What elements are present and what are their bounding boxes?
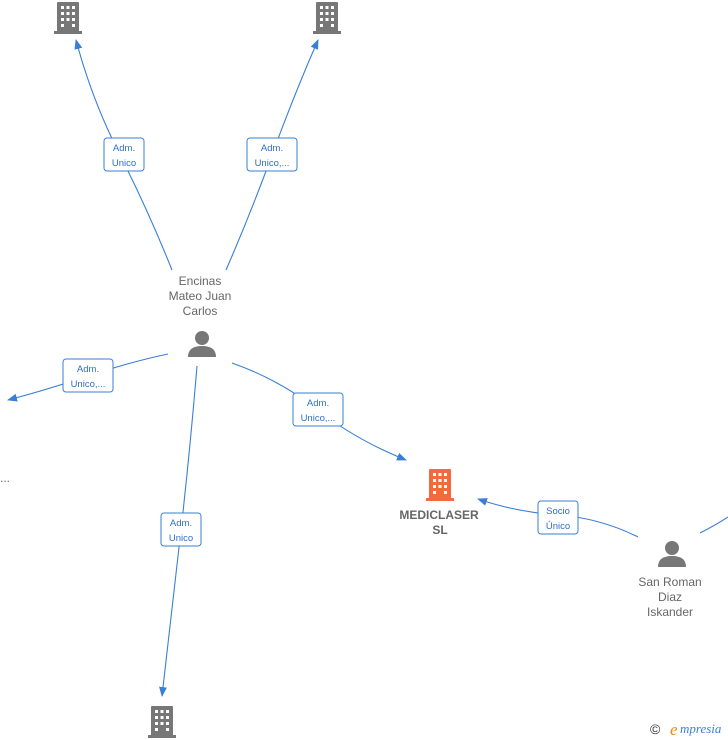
person-name-line1: San Roman	[638, 575, 701, 589]
company-node-top-left[interactable]	[54, 2, 82, 34]
building-icon-highlighted	[426, 469, 454, 501]
person-node-encinas[interactable]: Encinas Mateo Juan Carlos	[169, 274, 232, 357]
edge-label-socio: Socio Único	[537, 500, 579, 535]
edge-label-top-right: Adm. Unico,...	[246, 137, 298, 172]
edge-label-bottom: Adm. Unico	[160, 512, 202, 547]
svg-text:Unico,...: Unico,...	[255, 158, 290, 169]
svg-text:Unico: Unico	[112, 158, 136, 169]
person-icon	[188, 331, 216, 357]
svg-text:Unico,...: Unico,...	[301, 413, 336, 424]
svg-text:Adm.: Adm.	[77, 364, 99, 375]
svg-text:Adm.: Adm.	[113, 143, 135, 154]
empresia-watermark: © e mpresia	[650, 720, 722, 739]
brand-logo-e: e	[670, 720, 678, 739]
brand-name: mpresia	[680, 721, 722, 736]
person-name-line2: Mateo Juan	[169, 289, 232, 303]
edge-right-offscreen	[699, 516, 728, 534]
building-icon	[54, 2, 82, 34]
building-icon	[313, 2, 341, 34]
offscreen-node-label: ...	[0, 471, 10, 485]
svg-text:Unico,...: Unico,...	[71, 379, 106, 390]
building-icon	[148, 706, 176, 738]
svg-text:Único: Único	[546, 521, 570, 532]
main-company-name-line2: SL	[432, 523, 447, 537]
copyright-symbol: ©	[650, 721, 661, 737]
person-name-line2: Diaz	[658, 590, 682, 604]
company-node-main[interactable]: MEDICLASER SL	[399, 469, 479, 537]
svg-text:Socio: Socio	[546, 506, 570, 517]
edge-label-to-main: Adm. Unico,...	[292, 392, 344, 427]
person-name-line3: Iskander	[647, 605, 693, 619]
edge-label-left: Adm. Unico,...	[62, 358, 114, 393]
person-node-sanroman[interactable]: San Roman Diaz Iskander	[638, 541, 702, 619]
company-node-top-right[interactable]	[313, 2, 341, 34]
person-name-line3: Carlos	[183, 304, 218, 318]
company-node-bottom[interactable]	[148, 706, 176, 738]
svg-text:Adm.: Adm.	[307, 398, 329, 409]
edge-label-top-left: Adm. Unico	[103, 137, 145, 172]
svg-text:Adm.: Adm.	[261, 143, 283, 154]
main-company-name-line1: MEDICLASER	[399, 508, 479, 522]
person-icon	[658, 541, 686, 567]
svg-text:Adm.: Adm.	[170, 518, 192, 529]
person-name-line1: Encinas	[179, 274, 222, 288]
svg-text:Unico: Unico	[169, 533, 193, 544]
